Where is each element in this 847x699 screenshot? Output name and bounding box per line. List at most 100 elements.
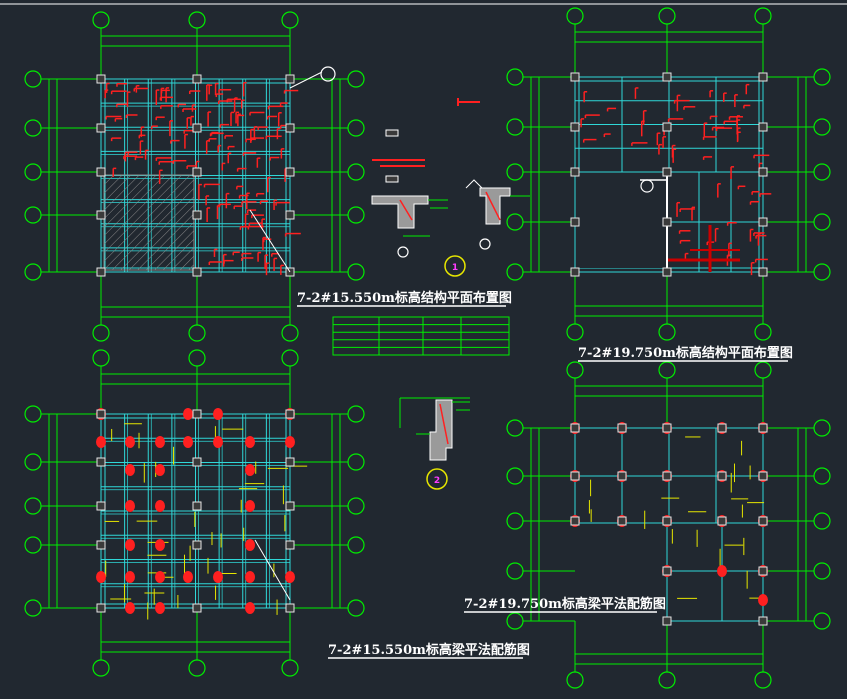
callout-bubble	[640, 179, 654, 193]
support-rebar	[125, 464, 135, 476]
support-rebar	[213, 436, 223, 448]
column	[192, 603, 202, 613]
title-plan-15550: 7-2#15.550m标高结构平面布置图	[297, 290, 512, 306]
column	[285, 74, 295, 84]
concrete-section	[479, 187, 511, 225]
column	[285, 603, 295, 613]
column	[192, 123, 202, 133]
column	[617, 423, 627, 433]
column	[758, 471, 768, 481]
support-rebar	[125, 500, 135, 512]
title-beam-19750: 7-2#19.750m标高梁平法配筋图	[464, 596, 666, 612]
column	[192, 501, 202, 511]
column	[758, 267, 768, 277]
column	[285, 501, 295, 511]
hatched-slab	[103, 174, 195, 271]
column	[570, 267, 580, 277]
support-rebar	[245, 436, 255, 448]
detail-marker-1-label: 1	[452, 263, 458, 273]
column	[96, 167, 106, 177]
column	[570, 471, 580, 481]
column	[617, 516, 627, 526]
column	[285, 167, 295, 177]
support-rebar	[155, 602, 165, 614]
support-rebar	[183, 571, 193, 583]
support-rebar	[183, 408, 193, 420]
leader-line	[289, 71, 323, 89]
column	[96, 603, 106, 613]
support-rebar	[125, 539, 135, 551]
support-rebar	[155, 436, 165, 448]
column	[662, 616, 672, 626]
column	[570, 516, 580, 526]
column	[192, 457, 202, 467]
section-tag	[385, 175, 399, 183]
leader-line	[254, 539, 291, 601]
section-callout	[397, 246, 409, 258]
column	[758, 122, 768, 132]
column	[285, 540, 295, 550]
support-rebar	[155, 539, 165, 551]
section-arrow	[465, 179, 483, 189]
column	[758, 566, 768, 576]
section-tag	[385, 129, 399, 137]
column	[192, 167, 202, 177]
column	[192, 74, 202, 84]
column	[617, 471, 627, 481]
column	[662, 471, 672, 481]
column	[758, 616, 768, 626]
leader-line	[249, 209, 291, 273]
column	[662, 217, 672, 227]
detail-marker-2-label: 2	[434, 476, 440, 486]
support-rebar	[285, 571, 295, 583]
schedule-table	[332, 316, 510, 356]
column	[96, 540, 106, 550]
column	[96, 123, 106, 133]
support-rebar	[213, 408, 223, 420]
detail-marker-1[interactable]	[444, 255, 466, 277]
support-rebar	[125, 571, 135, 583]
section-callout	[479, 238, 491, 250]
support-rebar	[213, 571, 223, 583]
support-rebar	[183, 436, 193, 448]
support-rebar	[96, 436, 106, 448]
column	[758, 516, 768, 526]
callout-bubble	[320, 66, 336, 82]
column	[717, 423, 727, 433]
column	[758, 423, 768, 433]
column	[662, 566, 672, 576]
column	[570, 72, 580, 82]
support-rebar	[155, 571, 165, 583]
column	[758, 217, 768, 227]
concrete-section	[371, 195, 429, 229]
column	[96, 501, 106, 511]
column	[285, 123, 295, 133]
column	[96, 409, 106, 419]
column	[662, 267, 672, 277]
stirrup	[399, 199, 413, 221]
column	[192, 210, 202, 220]
concrete-section	[429, 399, 453, 461]
column	[717, 516, 727, 526]
support-rebar	[245, 602, 255, 614]
detail-marker-2[interactable]	[426, 468, 448, 490]
column	[96, 457, 106, 467]
column	[192, 267, 202, 277]
support-rebar	[717, 565, 727, 577]
support-rebar	[155, 464, 165, 476]
column	[758, 167, 768, 177]
column	[192, 540, 202, 550]
title-beam-15550: 7-2#15.550m标高梁平法配筋图	[328, 642, 530, 658]
stirrup	[439, 403, 449, 445]
column	[662, 516, 672, 526]
stirrup	[485, 191, 501, 221]
support-rebar	[285, 436, 295, 448]
column	[662, 167, 672, 177]
column	[192, 409, 202, 419]
support-rebar	[758, 594, 768, 606]
column	[662, 122, 672, 132]
support-rebar	[245, 500, 255, 512]
column	[662, 72, 672, 82]
